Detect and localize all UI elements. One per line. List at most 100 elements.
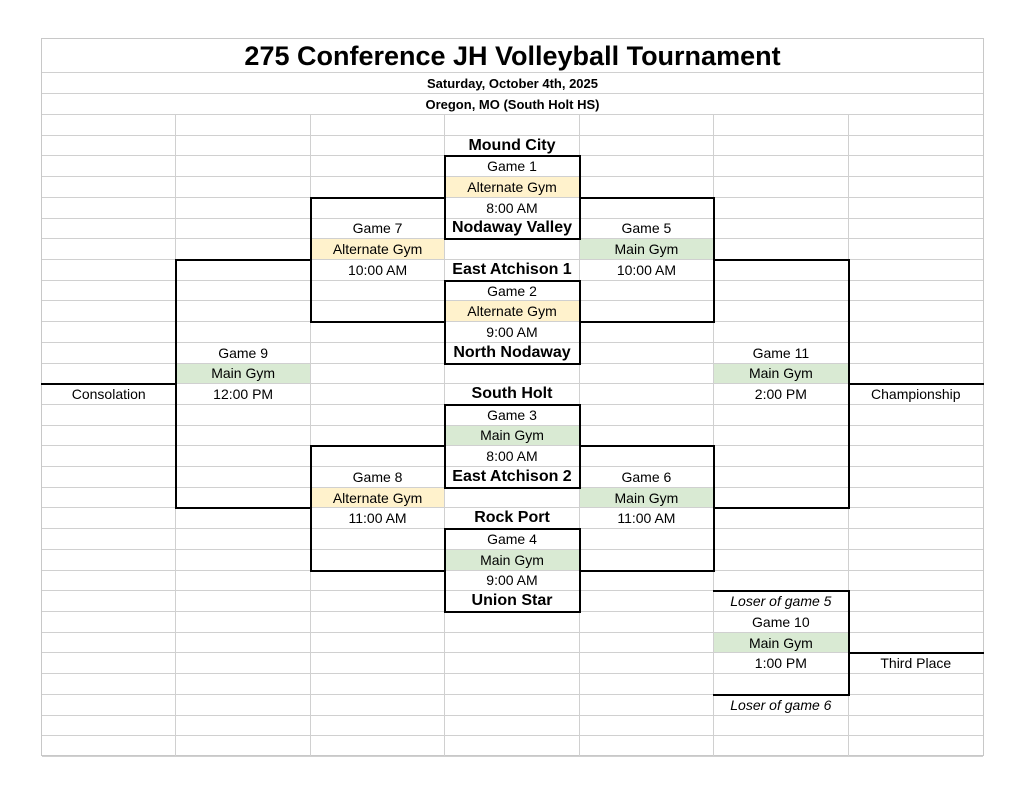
empty-cell[interactable] <box>310 177 446 198</box>
empty-cell[interactable] <box>310 384 446 405</box>
team-name[interactable]: Rock Port <box>445 508 580 530</box>
empty-cell[interactable] <box>848 674 983 695</box>
empty-cell[interactable] <box>848 219 983 240</box>
empty-cell[interactable] <box>848 508 983 530</box>
empty-cell[interactable] <box>714 259 849 281</box>
bracket-cell[interactable]: Game 2 <box>445 280 580 302</box>
empty-cell[interactable] <box>310 632 446 654</box>
bracket-cell[interactable]: Game 5 <box>579 218 715 240</box>
empty-cell[interactable] <box>848 716 983 737</box>
empty-cell[interactable] <box>848 301 983 323</box>
empty-cell[interactable] <box>310 549 446 571</box>
empty-cell[interactable] <box>176 322 311 343</box>
bracket-cell[interactable]: Third Place <box>848 653 983 675</box>
empty-cell[interactable] <box>579 135 715 157</box>
empty-cell[interactable] <box>310 674 446 695</box>
empty-cell[interactable] <box>310 342 446 364</box>
empty-cell[interactable] <box>176 529 311 550</box>
empty-cell[interactable] <box>176 259 311 281</box>
empty-cell[interactable] <box>42 404 177 426</box>
empty-cell[interactable] <box>42 508 177 530</box>
empty-cell[interactable] <box>579 197 715 219</box>
empty-cell[interactable] <box>176 404 311 426</box>
empty-cell[interactable] <box>310 322 446 343</box>
empty-cell[interactable] <box>42 425 177 447</box>
empty-cell[interactable] <box>42 218 177 240</box>
empty-cell[interactable] <box>42 487 177 509</box>
empty-cell[interactable] <box>579 115 715 136</box>
bracket-cell[interactable]: Main Gym <box>579 239 715 260</box>
empty-cell[interactable] <box>579 632 715 654</box>
empty-cell[interactable] <box>310 197 446 219</box>
empty-cell[interactable] <box>714 446 849 468</box>
bracket-cell[interactable]: Alternate Gym <box>310 487 446 509</box>
empty-cell[interactable] <box>176 632 311 654</box>
empty-cell[interactable] <box>42 612 177 633</box>
empty-cell[interactable] <box>310 363 446 385</box>
empty-cell[interactable] <box>42 570 177 592</box>
empty-cell[interactable] <box>848 550 983 571</box>
team-name[interactable]: East Atchison 1 <box>445 259 580 281</box>
empty-cell[interactable] <box>714 508 849 530</box>
empty-cell[interactable] <box>848 260 983 281</box>
empty-cell[interactable] <box>579 384 715 405</box>
empty-cell[interactable] <box>176 694 311 716</box>
empty-cell[interactable] <box>714 115 849 136</box>
team-name[interactable]: Mound City <box>445 135 580 157</box>
bracket-cell[interactable]: Game 1 <box>445 156 580 178</box>
empty-cell[interactable] <box>42 177 177 198</box>
empty-cell[interactable] <box>176 570 311 592</box>
empty-cell[interactable] <box>445 612 580 633</box>
empty-cell[interactable] <box>310 280 446 302</box>
bracket-cell[interactable]: Loser of game 6 <box>714 694 849 716</box>
empty-cell[interactable] <box>176 218 311 240</box>
empty-cell[interactable] <box>848 633 983 654</box>
empty-cell[interactable] <box>714 570 849 592</box>
empty-cell[interactable] <box>176 736 311 757</box>
empty-cell[interactable] <box>42 446 177 468</box>
empty-cell[interactable] <box>714 156 849 178</box>
empty-cell[interactable] <box>579 736 715 757</box>
bracket-cell[interactable]: 11:00 AM <box>579 508 715 530</box>
empty-cell[interactable] <box>848 177 983 198</box>
empty-cell[interactable] <box>579 653 715 675</box>
empty-cell[interactable] <box>42 280 177 302</box>
empty-cell[interactable] <box>310 115 446 136</box>
empty-cell[interactable] <box>579 404 715 426</box>
empty-cell[interactable] <box>42 694 177 716</box>
empty-cell[interactable] <box>714 280 849 302</box>
empty-cell[interactable] <box>176 239 311 260</box>
bracket-cell[interactable]: Game 3 <box>445 404 580 426</box>
empty-cell[interactable] <box>42 259 177 281</box>
empty-cell[interactable] <box>310 736 446 757</box>
empty-cell[interactable] <box>445 115 580 136</box>
empty-cell[interactable] <box>848 446 983 468</box>
bracket-cell[interactable]: Game 6 <box>579 467 715 488</box>
empty-cell[interactable] <box>848 364 983 385</box>
empty-cell[interactable] <box>176 715 311 737</box>
empty-cell[interactable] <box>42 653 177 675</box>
empty-cell[interactable] <box>579 549 715 571</box>
bracket-cell[interactable]: Alternate Gym <box>310 239 446 260</box>
empty-cell[interactable] <box>714 549 849 571</box>
bracket-cell[interactable]: 2:00 PM <box>714 384 849 405</box>
empty-cell[interactable] <box>42 549 177 571</box>
bracket-cell[interactable]: 8:00 AM <box>445 197 580 219</box>
empty-cell[interactable] <box>176 549 311 571</box>
empty-cell[interactable] <box>42 239 177 260</box>
empty-cell[interactable] <box>176 674 311 695</box>
empty-cell[interactable] <box>42 135 177 157</box>
empty-cell[interactable] <box>579 322 715 343</box>
team-name[interactable]: Union Star <box>445 591 580 613</box>
empty-cell[interactable] <box>176 653 311 675</box>
empty-cell[interactable] <box>579 280 715 302</box>
bracket-cell[interactable]: 10:00 AM <box>310 259 446 281</box>
empty-cell[interactable] <box>310 570 446 592</box>
bracket-cell[interactable]: Alternate Gym <box>445 301 580 323</box>
bracket-cell[interactable]: 1:00 PM <box>714 653 849 675</box>
empty-cell[interactable] <box>176 197 311 219</box>
empty-cell[interactable] <box>445 736 580 757</box>
bracket-cell[interactable]: 9:00 AM <box>445 570 580 592</box>
empty-cell[interactable] <box>310 694 446 716</box>
bracket-cell[interactable]: 10:00 AM <box>579 259 715 281</box>
